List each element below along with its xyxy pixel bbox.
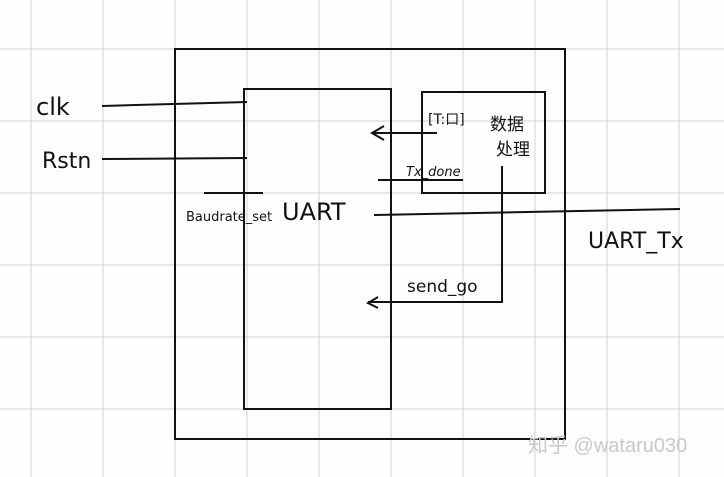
uart-module-label: UART [282, 198, 346, 226]
rstn-wire [101, 157, 248, 160]
send-go-arrow-icon [365, 296, 379, 309]
send-go-wire [368, 166, 503, 303]
uart-tx-label: UART_Tx [588, 229, 684, 254]
clk-label: clk [36, 93, 70, 121]
tx-done-label: Tx_done [406, 165, 461, 180]
send-go-label: send_go [407, 277, 478, 297]
uart-module-box [243, 88, 392, 410]
data-processing-box [421, 91, 546, 194]
watermark: 知乎 @wataru030 [528, 434, 687, 457]
baudrate-label: Baudrate_set [186, 210, 272, 225]
clk-wire [101, 101, 248, 107]
interface-label: [T:口] [428, 112, 465, 128]
uart-tx-wire [373, 208, 681, 216]
data-processing-title-2: 处理 [496, 140, 530, 160]
interface-arrow-icon [370, 125, 385, 141]
rstn-label: Rstn [42, 149, 91, 174]
outer-box [174, 48, 566, 440]
data-processing-title-1: 数据 [490, 115, 524, 135]
